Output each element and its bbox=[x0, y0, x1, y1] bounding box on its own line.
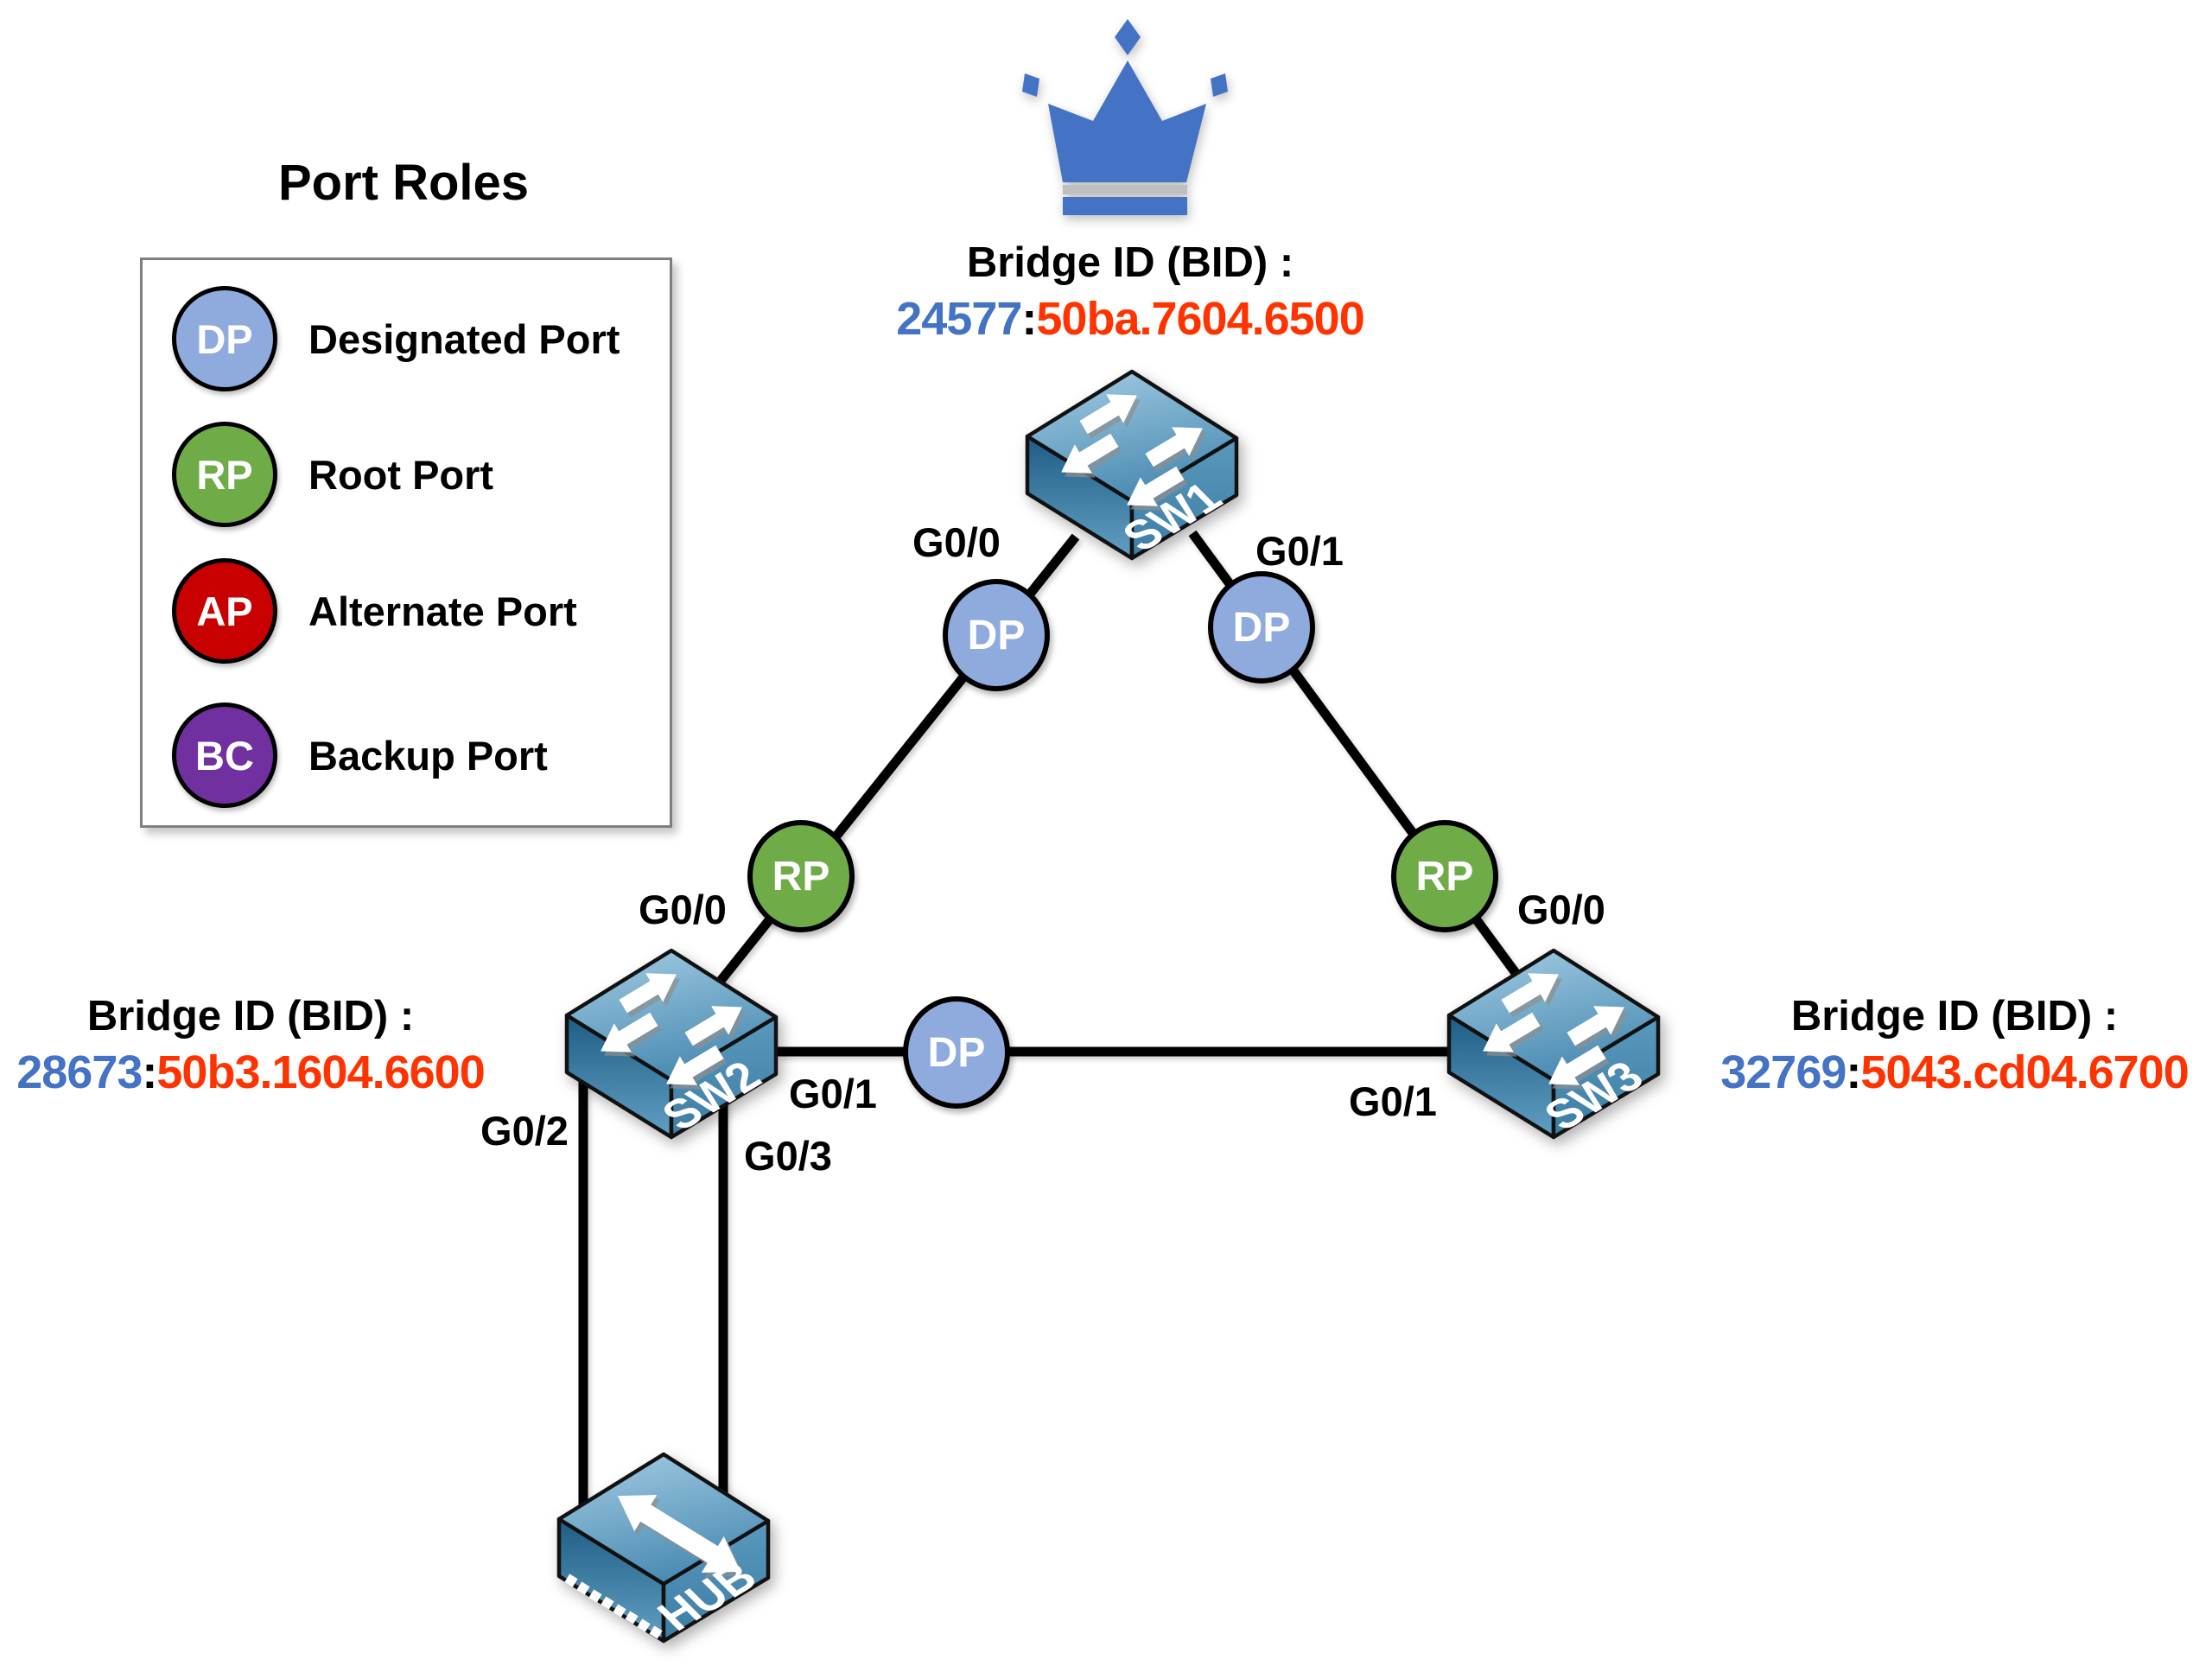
bid-sw1-title: Bridge ID (BID) : bbox=[966, 239, 1294, 286]
badge-text: RP bbox=[1415, 853, 1474, 900]
bid-sw3-separator: : bbox=[1846, 1046, 1861, 1098]
bid-sw2-mac: 50b3.1604.6600 bbox=[156, 1046, 485, 1098]
bid-sw3-mac: 5043.cd04.6700 bbox=[1860, 1046, 2189, 1098]
bid-sw1-value: 24577:50ba.7604.6500 bbox=[871, 292, 1389, 346]
rp-circle-icon: RP bbox=[172, 422, 277, 527]
port-label-sw3-g00: G0/0 bbox=[1517, 887, 1605, 932]
bid-sw2-title: Bridge ID (BID) : bbox=[86, 993, 415, 1040]
bid-sw2-priority: 28673 bbox=[16, 1046, 143, 1098]
badge-text: RP bbox=[772, 853, 830, 900]
badge-text: DP bbox=[1232, 604, 1291, 651]
bid-sw3-title: Bridge ID (BID) : bbox=[1790, 993, 2119, 1040]
legend-ap-abbr: AP bbox=[196, 588, 253, 634]
legend-ap-label: Alternate Port bbox=[308, 588, 577, 634]
port-role-badge-sw2-g01: DP bbox=[903, 996, 1010, 1109]
bid-sw2-separator: : bbox=[142, 1046, 157, 1098]
port-role-badge-sw3-g00: RP bbox=[1391, 820, 1498, 932]
legend-title: Port Roles bbox=[277, 155, 530, 211]
port-role-badge-sw2-g00: RP bbox=[747, 820, 855, 932]
ap-circle-icon: AP bbox=[172, 558, 277, 664]
legend-rp-abbr: RP bbox=[196, 451, 253, 498]
port-role-badge-sw1-g00: DP bbox=[943, 579, 1050, 691]
switch-sw2-icon: SW2 bbox=[564, 948, 779, 1140]
bid-sw3-priority: 32769 bbox=[1720, 1046, 1847, 1098]
port-label-sw3-g01: G0/1 bbox=[1349, 1078, 1437, 1124]
legend-item-designated-port: DP Designated Port bbox=[172, 286, 620, 391]
hub-icon: HUB bbox=[556, 1452, 771, 1644]
legend-dp-abbr: DP bbox=[196, 315, 253, 362]
legend-box: DP Designated Port RP Root Port AP Alter… bbox=[140, 258, 672, 828]
hub-ports-icon bbox=[564, 1574, 663, 1639]
switch-sw3-icon: SW3 bbox=[1446, 948, 1661, 1140]
dp-circle-icon: DP bbox=[172, 286, 277, 391]
legend-dp-label: Designated Port bbox=[308, 315, 620, 362]
legend-rp-label: Root Port bbox=[308, 451, 494, 498]
crown-icon bbox=[1022, 19, 1228, 215]
bid-sw1: Bridge ID (BID) : 24577:50ba.7604.6500 bbox=[871, 238, 1389, 346]
badge-text: DP bbox=[927, 1029, 986, 1076]
bid-sw3-value: 32769:5043.cd04.6700 bbox=[1704, 1046, 2205, 1099]
bid-sw1-mac: 50ba.7604.6500 bbox=[1036, 293, 1364, 345]
bid-sw1-priority: 24577 bbox=[896, 293, 1022, 345]
port-label-sw2-g01: G0/1 bbox=[789, 1071, 877, 1116]
legend-bc-abbr: BC bbox=[195, 732, 254, 779]
legend-item-root-port: RP Root Port bbox=[172, 422, 493, 527]
port-role-badge-sw1-g01: DP bbox=[1208, 571, 1315, 684]
port-label-sw2-g02: G0/2 bbox=[480, 1108, 569, 1154]
port-label-sw1-g01: G0/1 bbox=[1255, 528, 1344, 574]
port-label-sw2-g00: G0/0 bbox=[639, 887, 727, 932]
legend-item-alternate-port: AP Alternate Port bbox=[172, 558, 577, 664]
bc-circle-icon: BC bbox=[172, 703, 277, 808]
badge-text: DP bbox=[967, 612, 1026, 658]
port-label-sw2-g03: G0/3 bbox=[744, 1133, 832, 1179]
legend-item-backup-port: BC Backup Port bbox=[172, 703, 548, 808]
bid-sw2: Bridge ID (BID) : 28673:50b3.1604.6600 bbox=[0, 992, 501, 1099]
switch-sw1-icon: SW1 bbox=[1025, 369, 1239, 561]
bid-sw2-value: 28673:50b3.1604.6600 bbox=[0, 1046, 501, 1099]
bid-sw1-separator: : bbox=[1021, 293, 1037, 345]
port-label-sw1-g00: G0/0 bbox=[912, 519, 1001, 565]
bid-sw3: Bridge ID (BID) : 32769:5043.cd04.6700 bbox=[1704, 992, 2205, 1099]
legend-bc-label: Backup Port bbox=[308, 732, 548, 779]
